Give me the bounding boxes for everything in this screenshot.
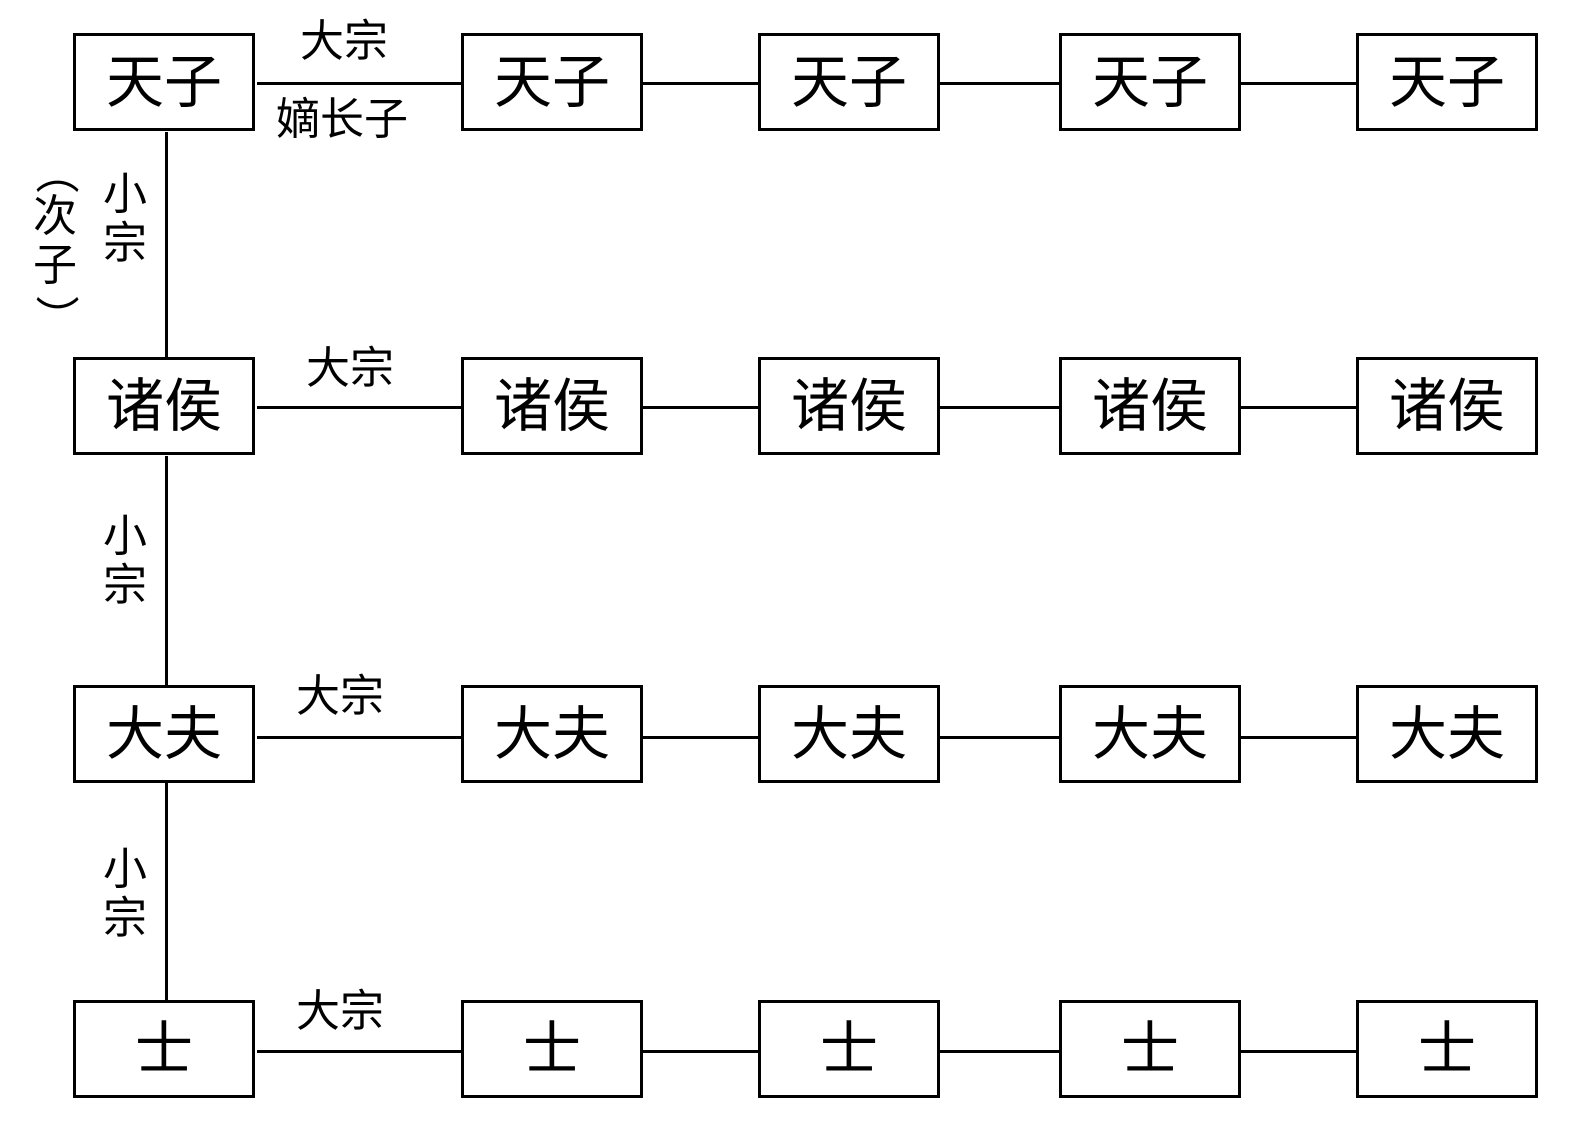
row-connector: [257, 1050, 461, 1053]
vertical-connector: [165, 456, 168, 685]
row-connector: [1241, 406, 1356, 409]
dazong-label: 大宗: [296, 986, 384, 1037]
node-label: 士: [1120, 1015, 1179, 1083]
node-label: 大夫: [1388, 700, 1505, 768]
note-paren-close: ）: [30, 295, 81, 339]
row-connector: [257, 736, 461, 739]
xiaozong-label: 小宗: [103, 844, 147, 945]
node-label: 大夫: [790, 700, 907, 768]
row-connector: [940, 82, 1059, 85]
node-tianzi: 天子: [461, 33, 643, 131]
node-label: 天子: [790, 48, 907, 116]
node-tianzi: 天子: [1059, 33, 1241, 131]
node-shi: 士: [461, 1000, 643, 1098]
row-connector: [940, 406, 1059, 409]
row-connector: [257, 406, 461, 409]
node-label: 诸侯: [493, 372, 610, 440]
node-dafu: 大夫: [73, 685, 255, 783]
node-shi: 士: [1059, 1000, 1241, 1098]
node-label: 天子: [1091, 48, 1208, 116]
node-dafu: 大夫: [758, 685, 940, 783]
node-zhuhou: 诸侯: [1059, 357, 1241, 455]
row-connector: [643, 736, 758, 739]
node-label: 士: [134, 1015, 193, 1083]
node-label: 天子: [1388, 48, 1505, 116]
node-label: 天子: [105, 48, 222, 116]
node-dafu: 大夫: [1356, 685, 1538, 783]
node-label: 士: [819, 1015, 878, 1083]
node-label: 诸侯: [1388, 372, 1505, 440]
row-connector: [257, 82, 461, 85]
row-connector: [643, 82, 758, 85]
dazong-label: 大宗: [296, 671, 384, 722]
vertical-connector: [165, 132, 168, 357]
row-connector: [1241, 1050, 1356, 1053]
vertical-connector: [165, 783, 168, 1002]
dazong-label: 大宗: [300, 16, 388, 67]
node-dafu: 大夫: [1059, 685, 1241, 783]
node-label: 大夫: [105, 700, 222, 768]
node-label: 士: [522, 1015, 581, 1083]
node-label: 诸侯: [105, 372, 222, 440]
node-label: 天子: [493, 48, 610, 116]
dizhangzi-label: 嫡长子: [276, 94, 408, 145]
node-label: 大夫: [1091, 700, 1208, 768]
node-zhuhou: 诸侯: [758, 357, 940, 455]
node-shi: 士: [73, 1000, 255, 1098]
node-zhuhou: 诸侯: [73, 357, 255, 455]
node-shi: 士: [1356, 1000, 1538, 1098]
row-connector: [1241, 82, 1356, 85]
xiaozong-label: 小宗: [103, 169, 147, 270]
note-paren-open: （: [30, 150, 81, 194]
node-label: 大夫: [493, 700, 610, 768]
node-shi: 士: [758, 1000, 940, 1098]
node-tianzi: 天子: [1356, 33, 1538, 131]
row-connector: [643, 1050, 758, 1053]
dazong-label: 大宗: [306, 343, 394, 394]
node-tianzi: 天子: [73, 33, 255, 131]
node-dafu: 大夫: [461, 685, 643, 783]
node-zhuhou: 诸侯: [461, 357, 643, 455]
node-label: 士: [1417, 1015, 1476, 1083]
row-connector: [1241, 736, 1356, 739]
node-tianzi: 天子: [758, 33, 940, 131]
row-connector: [940, 736, 1059, 739]
node-zhuhou: 诸侯: [1356, 357, 1538, 455]
node-label: 诸侯: [790, 372, 907, 440]
row-connector: [643, 406, 758, 409]
xiaozong-label: 小宗: [103, 511, 147, 612]
cizi-label: 次子: [33, 191, 77, 292]
node-label: 诸侯: [1091, 372, 1208, 440]
row-connector: [940, 1050, 1059, 1053]
